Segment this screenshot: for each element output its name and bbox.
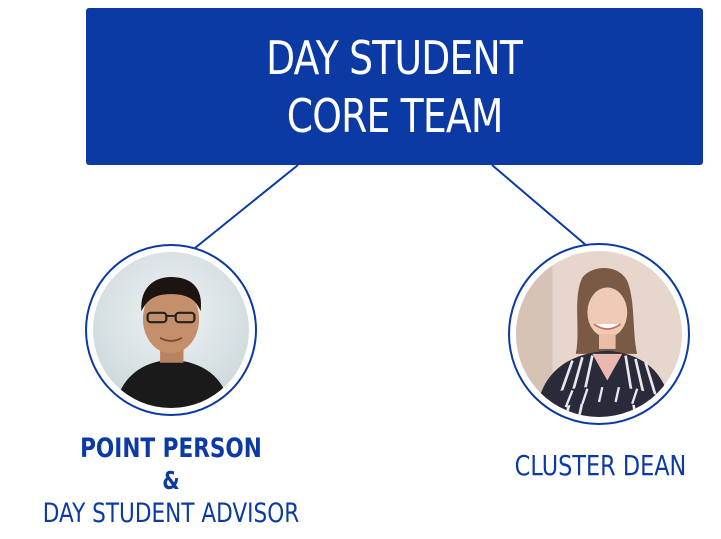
woman-portrait-photo xyxy=(516,251,682,417)
title-line-1: DAY STUDENT xyxy=(266,30,523,85)
ampersand-label: & xyxy=(162,466,180,495)
title-line-2: CORE TEAM xyxy=(286,88,504,143)
title-box: DAY STUDENT CORE TEAM xyxy=(86,8,703,165)
connector-right xyxy=(491,164,588,247)
connector-left xyxy=(194,164,299,249)
cluster-dean-label: CLUSTER DEAN xyxy=(514,449,687,482)
man-portrait-photo xyxy=(93,252,249,408)
point-person-avatar xyxy=(85,244,257,416)
point-person-label: POINT PERSON xyxy=(80,433,262,464)
day-student-advisor-label: DAY STUDENT ADVISOR xyxy=(42,498,300,529)
cluster-dean-avatar xyxy=(508,243,690,425)
